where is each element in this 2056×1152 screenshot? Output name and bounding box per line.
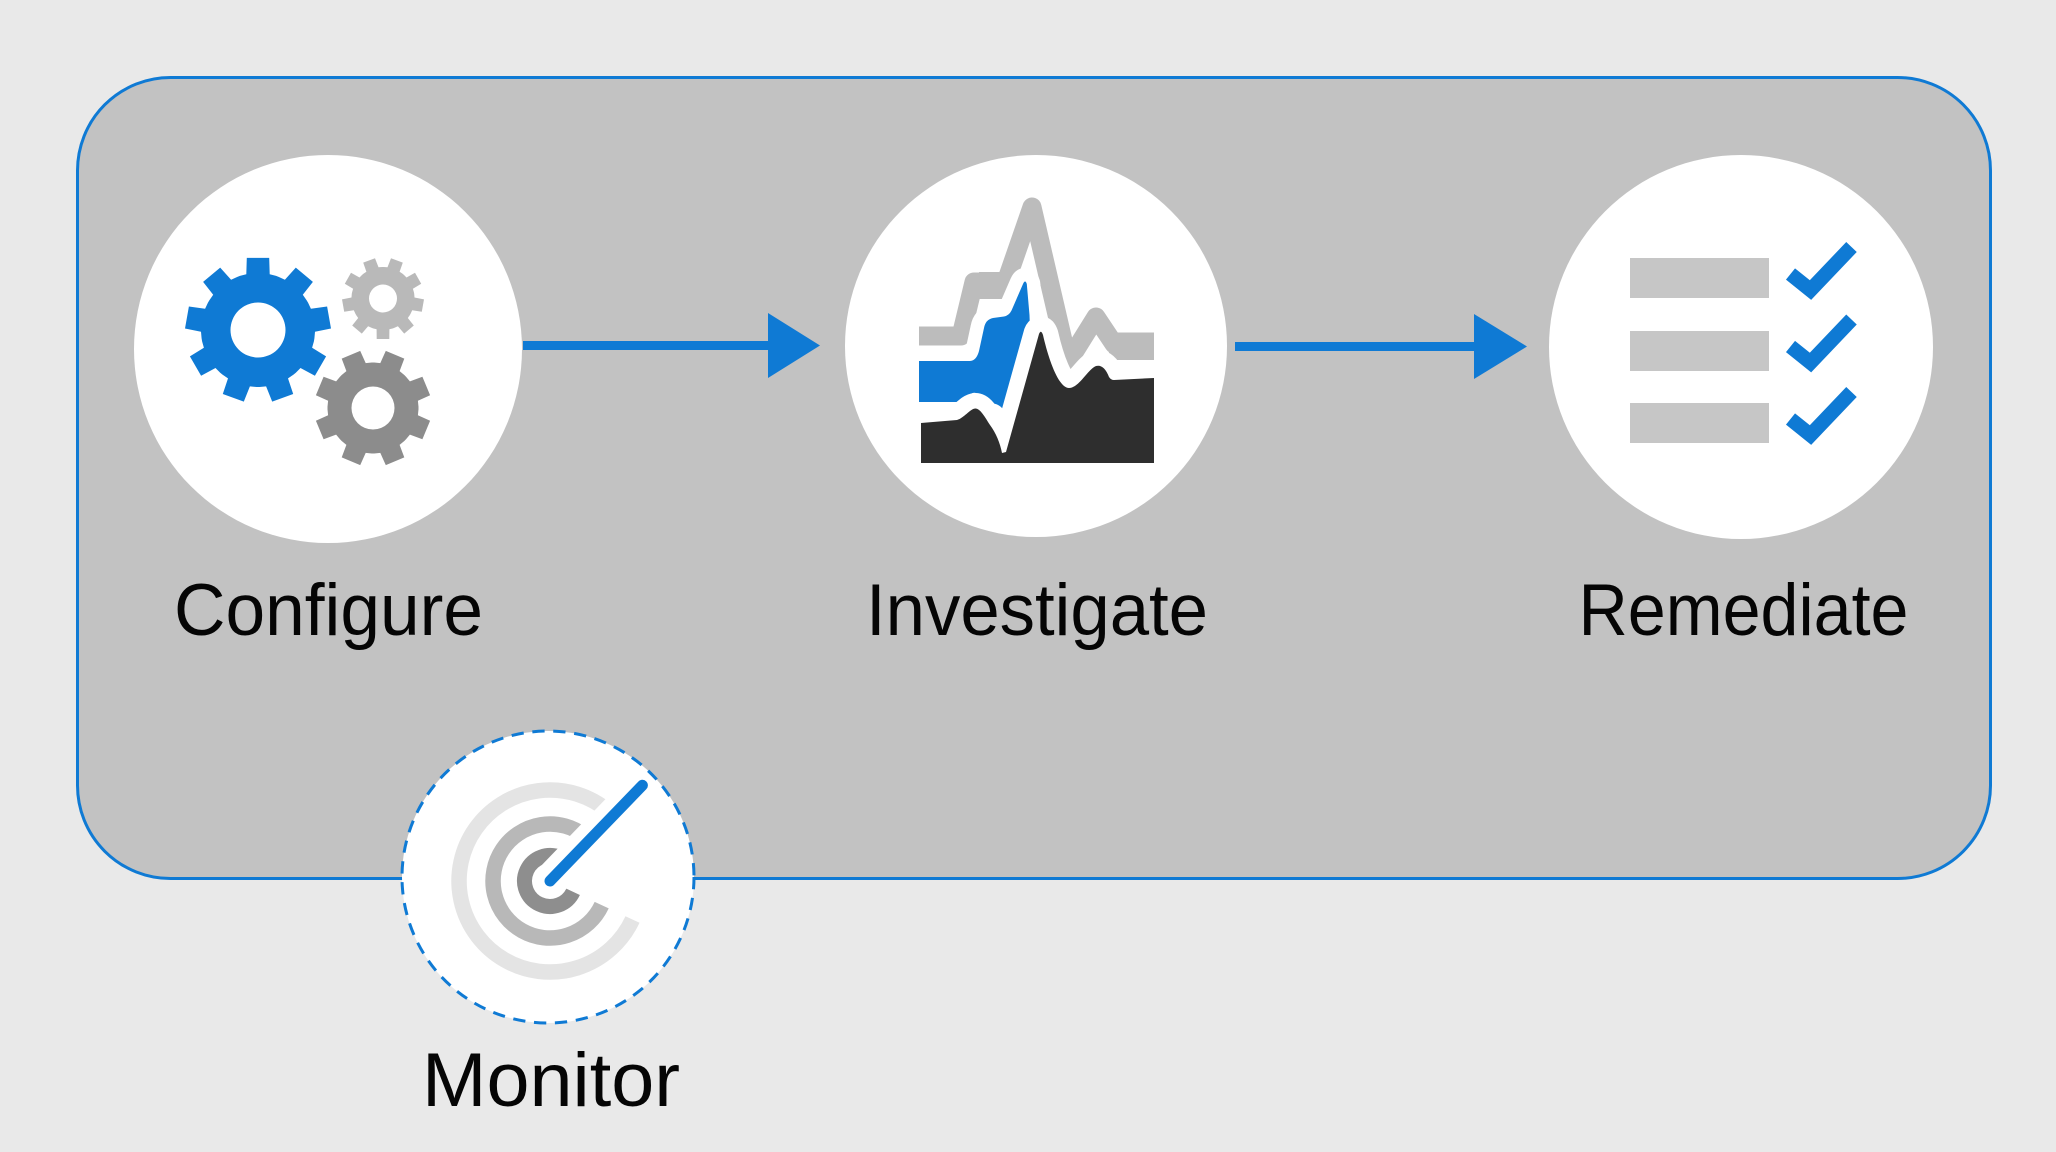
svg-text:Investigate: Investigate [866,570,1208,651]
svg-text:Monitor: Monitor [422,1038,680,1123]
svg-text:Remediate: Remediate [1579,570,1909,651]
svg-text:Configure: Configure [174,570,483,651]
